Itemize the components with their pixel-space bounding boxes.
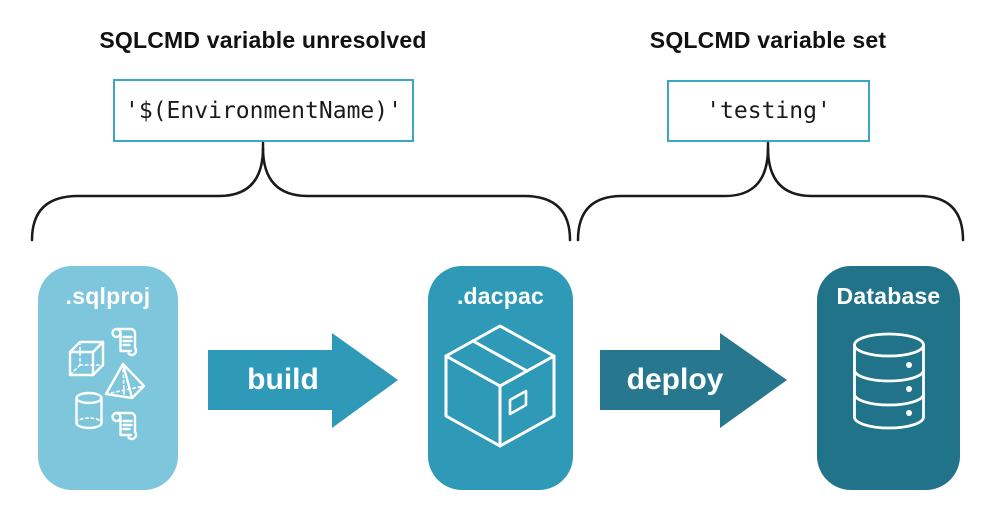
deploy-arrow (600, 333, 787, 428)
deploy-arrow-label: deploy (626, 363, 724, 396)
title-sqlcmd-set: SQLCMD variable set (649, 27, 887, 53)
code-box-environment-variable: '$(EnvironmentName)' (113, 79, 414, 142)
code-testing-value: 'testing' (706, 98, 831, 124)
script-scroll-icon (111, 411, 138, 441)
left-brace (30, 147, 572, 242)
deploy-arrow-shape (600, 333, 787, 428)
node-dacpac-label: .dacpac (456, 283, 545, 309)
database-cylinder-icon (853, 332, 925, 430)
package-box-icon (444, 324, 556, 448)
node-database: Database (817, 266, 960, 490)
cube-icon (68, 340, 105, 377)
node-dacpac: .dacpac (428, 266, 573, 490)
build-arrow-label: build (247, 363, 319, 396)
right-brace (576, 147, 965, 242)
build-arrow-shape (208, 333, 398, 428)
code-box-testing-value: 'testing' (667, 80, 870, 142)
node-sqlproj: .sqlproj (38, 266, 178, 490)
title-sqlcmd-unresolved: SQLCMD variable unresolved (99, 27, 427, 53)
sql-objects-icon (68, 327, 146, 441)
pyramid-icon (104, 362, 146, 400)
node-database-label: Database (836, 283, 941, 309)
code-environment-variable: '$(EnvironmentName)' (125, 97, 402, 124)
cylinder-icon (75, 391, 103, 430)
build-arrow (208, 333, 398, 428)
node-sqlproj-label: .sqlproj (65, 283, 151, 309)
script-scroll-icon (111, 327, 138, 357)
